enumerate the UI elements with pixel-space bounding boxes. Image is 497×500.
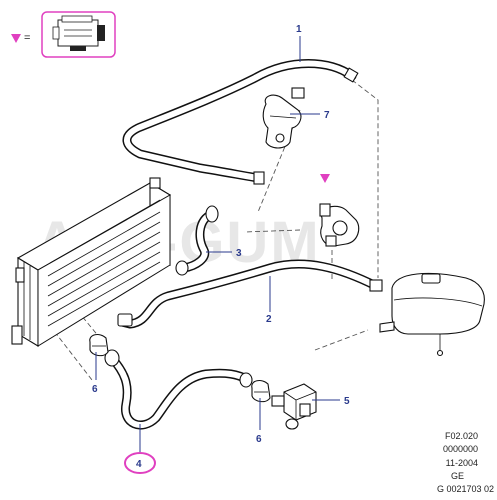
callout-6-upper: 6: [92, 384, 98, 395]
expansion-tank: [379, 272, 485, 357]
hose-clip-upper: [89, 333, 109, 357]
legend: =: [11, 11, 116, 58]
leader-lines: [95, 36, 340, 452]
engine-icon: [52, 15, 105, 51]
reference-block: F02.020 0000000 11-2004 GE G 0021703 02: [437, 431, 494, 494]
bracket-7: [262, 87, 305, 149]
hose-4: [104, 349, 253, 430]
radiator: [11, 177, 172, 347]
callout-6-lower: 6: [256, 434, 262, 445]
callout-7: 7: [324, 110, 330, 121]
triangle-symbol-icon: [11, 34, 21, 43]
callout-2: 2: [266, 314, 272, 325]
ref-figure-code: F02.020: [445, 431, 478, 441]
callout-5: 5: [344, 396, 350, 407]
hose-1: [122, 59, 359, 185]
ref-language: GE: [451, 471, 464, 481]
hose-clip-lower: [251, 379, 271, 403]
callout-1: 1: [296, 24, 302, 35]
legend-equals: =: [24, 32, 30, 44]
callout-3: 3: [236, 248, 242, 259]
hose-3: [175, 205, 219, 276]
ref-code-zero: 0000000: [443, 444, 478, 454]
callout-4-highlight: [124, 452, 156, 474]
ref-date: 11-2004: [446, 458, 478, 468]
thermostat-housing: [319, 174, 360, 247]
callout-4: 4: [136, 459, 142, 470]
hose-2: [117, 259, 383, 329]
triangle-marker-icon: [320, 174, 330, 183]
valve-5: [271, 383, 317, 430]
ref-drawing-id: G 0021703 02: [437, 484, 494, 494]
